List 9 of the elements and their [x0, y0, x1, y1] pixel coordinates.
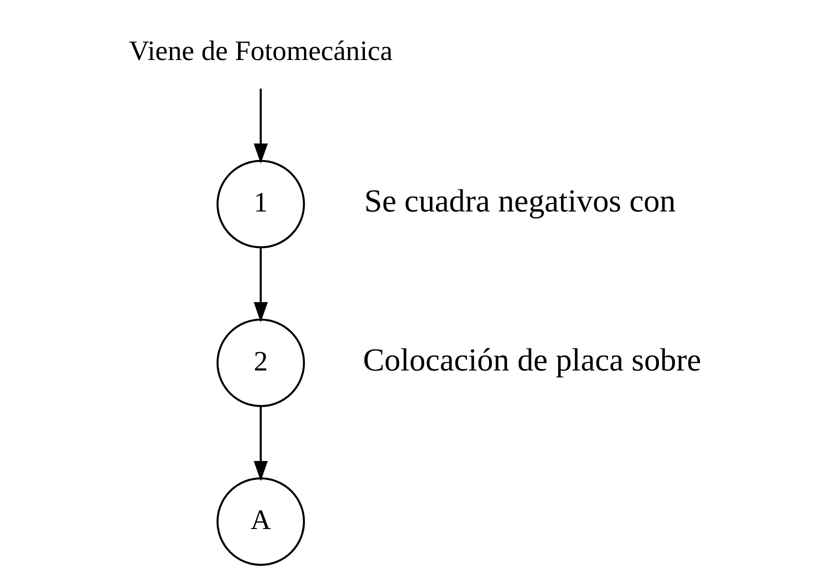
node-text: Viene de Fotomecánica [128, 36, 392, 67]
arrow [253, 406, 268, 482]
node-circle: 2 [216, 318, 304, 408]
arrow [253, 88, 268, 164]
arrow [253, 248, 268, 322]
node-label: Colocación de placa sobre [362, 341, 701, 378]
node-label: Se cuadra negativos con [364, 182, 676, 219]
node-circle: 1 [216, 160, 304, 248]
node-circle: A [216, 477, 304, 566]
